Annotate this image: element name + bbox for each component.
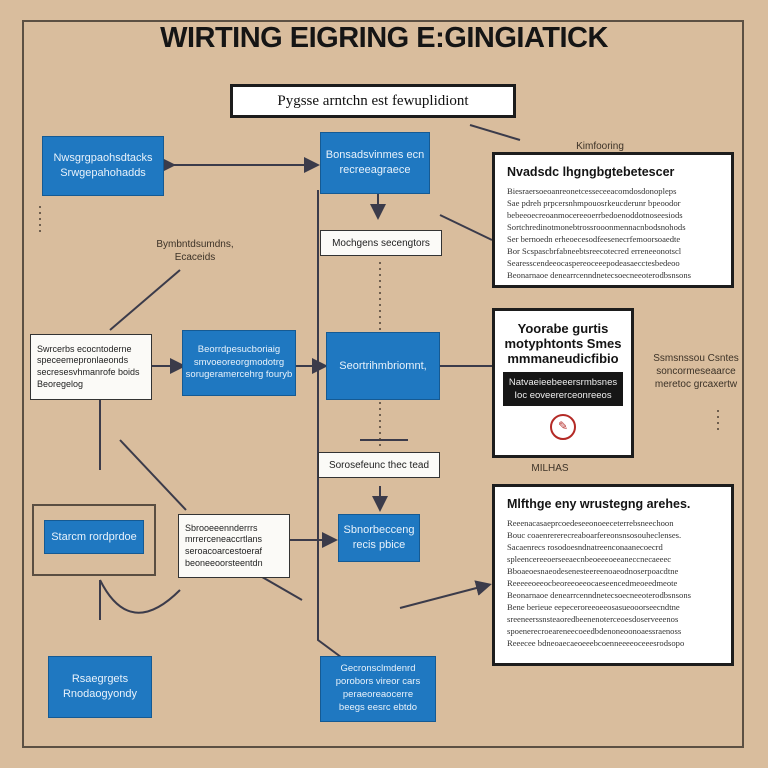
panel-text-line: Bboaeoesnaeodesenesteereenoaeodnoserpoac… <box>507 566 679 576</box>
panel-text-line: Beonarnaoe denearrcenndnetecsoecneeotero… <box>507 590 691 600</box>
line-center-spine <box>317 190 373 681</box>
panel-text-line: spleencereeoerseeaecnbeoeeeoeeaneccnecae… <box>507 554 672 564</box>
arrow-bottom-panel3 <box>399 580 492 609</box>
writing-label: Bymbntdsumdns, Ecaceids <box>156 239 234 263</box>
line-purpose-panel <box>469 124 521 141</box>
panel-text-line: Sacaenrecs rosodoesndnatreenconaanecoecr… <box>507 542 663 552</box>
panel-text-line: Reeenacasaeprcoedeseeonoeeceterrebsneech… <box>507 518 674 528</box>
engagement-panel: Mlfthge eny wrustegng arehes. Reeenacasa… <box>492 484 734 666</box>
core-thesis-box: Seortrihmbriomnt, <box>326 332 440 400</box>
panel-text-line: Ser bernoedn erheoecesodfeesenecrfemoors… <box>507 234 681 244</box>
panel-text-line: Beonarnaoe denearrcenndnetecsoecneeotero… <box>507 270 691 280</box>
panel-text-line: Sae pdreh prpcersnhmpouosrkeucderunr bpe… <box>507 198 681 208</box>
knowledge-label: Kimfooring <box>576 141 624 152</box>
draft-box: Sbnorbecceng recis pbice <box>338 514 420 562</box>
tips-panel-heading: Yoorabe gurtis motyphtonts Smes mmmaneud… <box>504 321 622 366</box>
page-title: WIRTING EIGRING E:GINGIATICK <box>160 22 608 54</box>
panel-text-line: Bouc coaenrererecreaboarfereonsnsosouhec… <box>507 530 682 540</box>
source-note-box: Swrcerbs ecocntoderne speceemepronlaeond… <box>30 334 152 400</box>
pen-icon: ✎ <box>550 414 576 440</box>
panel-text-line: Bor Scspascbrfabneebtsreecotecred errene… <box>507 246 682 256</box>
tips-bottom-label: MILHAS <box>531 463 569 474</box>
writing-goals-box: Nwsgrgpaohsdtacks Srwgepahohadds <box>42 136 164 196</box>
revision-box: Gecronsclmdenrd porobors vireor cars per… <box>320 656 436 722</box>
strategy-panel-heading: Nvadsdc lhgngbgtebetescer <box>507 165 675 179</box>
line-left-diag2 <box>119 439 187 511</box>
line-panel1-left <box>439 214 493 241</box>
panel-text-line: spoenerecroeareneecoeedbdenoneoonoaessra… <box>507 626 682 636</box>
panel-text-line: Sortchredinotmonebtrossrooonmennacnbodsn… <box>507 222 686 232</box>
strategy-panel-text: Biesraersoeoanreonetcesseceeacomdosdonop… <box>507 185 719 281</box>
tips-panel: Yoorabe gurtis motyphtonts Smes mmmaneud… <box>492 308 634 458</box>
tips-dark-box: Natvaeieebeeersrmbsnes Ioc eoveererceonr… <box>503 372 623 406</box>
line-curve-left <box>99 579 181 614</box>
strategy-panel: Nvadsdc lhgngbgtebetescer Biesraersoeoan… <box>492 152 734 288</box>
brainstorm-box: Bonsadsvinmes ecn recreeagraece <box>320 132 430 194</box>
line-left-diag <box>109 269 181 331</box>
panel-text-line: Biesraersoeoanreonetcesseceeacomdosdonop… <box>507 186 677 196</box>
draft-note-box: Sbrooeeennderrrs mrrerceneaccrtlans sero… <box>178 514 290 578</box>
method-label-strip: Mochgens secengtors <box>320 230 442 256</box>
research-box: Rsaegrgets Rnodaogyondy <box>48 656 152 718</box>
side-note-label: Ssmsnssou Csntes soncormeseaarce meretoc… <box>653 353 739 390</box>
purpose-box: Pygsse arntchn est fewuplidiont <box>230 84 516 118</box>
panel-text-line: bebeeoecreoanmocereeoerrbedoenoddotnosee… <box>507 210 683 220</box>
source-label-strip: Sorosefeunc thec tead <box>318 452 440 478</box>
engagement-panel-text: Reeenacasaeprcoedeseeonoeeceterrebsneech… <box>507 517 719 649</box>
panel-text-line: Bene berieue eepeceroreeoeeosasueooorsee… <box>507 602 680 612</box>
panel-text-line: sreeneerssnsteaoredbeenenoterceoesdoserv… <box>507 614 679 624</box>
starter-box: Starcm rordprdoe <box>44 520 144 554</box>
diagram-frame <box>22 20 744 748</box>
starter-frame <box>32 504 156 576</box>
panel-text-line: Searesscendeeocaspereoceeepodeasaecctesb… <box>507 258 680 268</box>
panel-text-line: Reeeeeoeeocbeoreeoeeocaeseencedmeoeedmeo… <box>507 578 678 588</box>
outline-box: Beorrdpesucboriaig smvoeoreorgmodotrg so… <box>182 330 296 396</box>
panel-text-line: Reeecee bdneoaecaeoeeebcoenneeeeoceeesro… <box>507 638 685 648</box>
engagement-panel-heading: Mlfthge eny wrustegng arehes. <box>507 497 691 511</box>
